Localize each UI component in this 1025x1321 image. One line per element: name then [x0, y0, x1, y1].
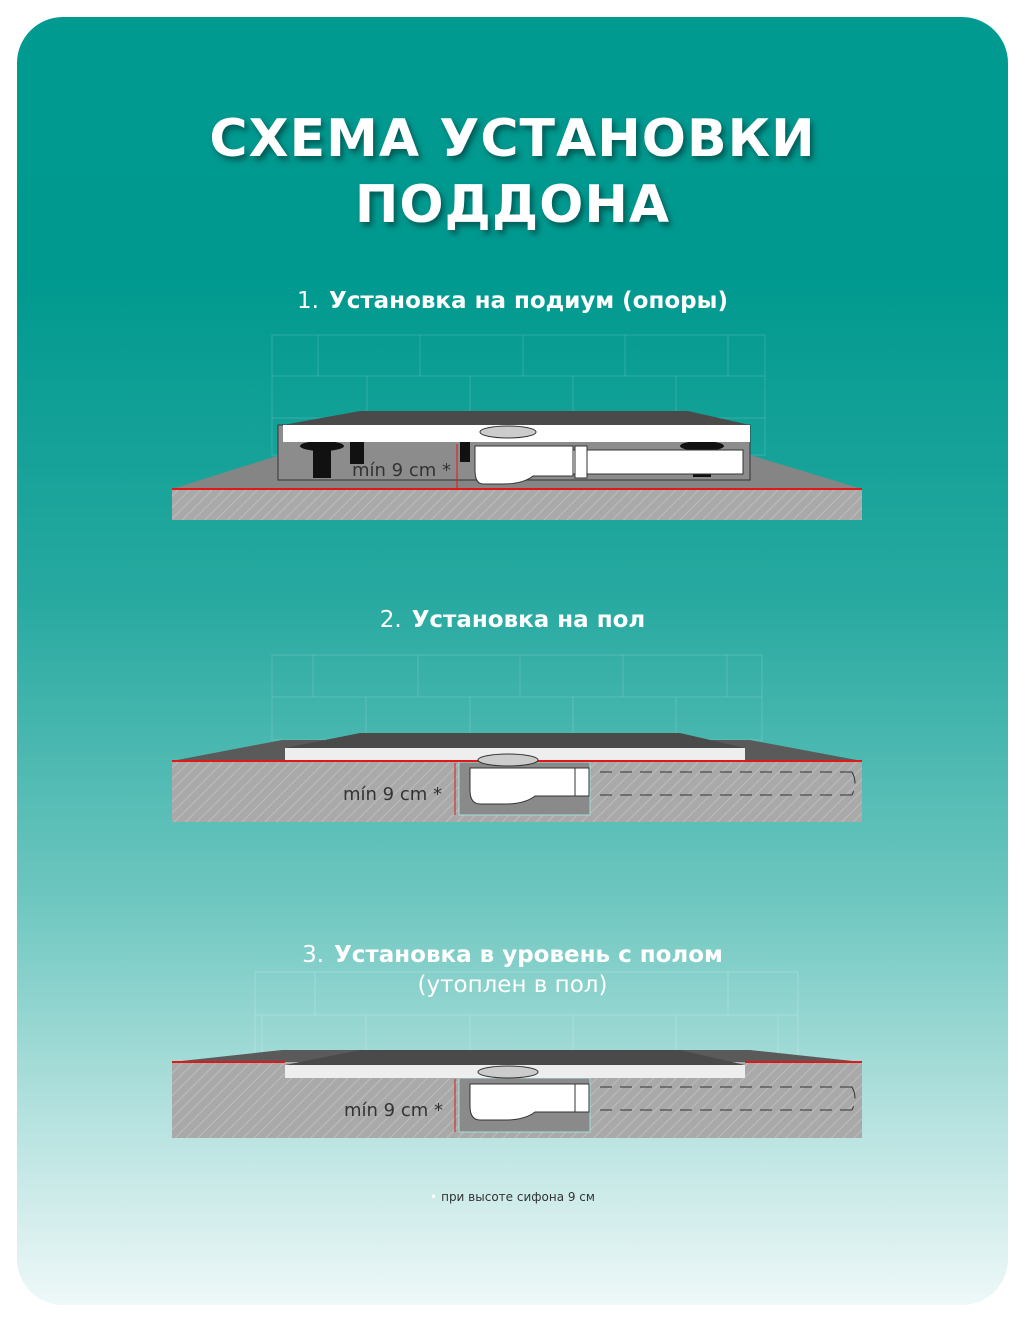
diagram-podium-install: mín 9 cm * — [172, 334, 862, 520]
dimension-label: mín 9 cm * — [352, 460, 451, 481]
diagram-flush-install: mín 9 cm * — [172, 971, 862, 1138]
section-3-subheading: (утоплен в пол) — [417, 972, 608, 998]
tile-wall — [271, 654, 763, 741]
section-title: Установка в уровень с полом — [334, 942, 723, 968]
section-1-heading: 1. Установка на подиум (опоры) — [0, 288, 1025, 314]
footnote: •при высоте сифона 9 см — [0, 1190, 1025, 1204]
section-title: Установка на подиум (опоры) — [328, 288, 728, 314]
diagram-floor-install: mín 9 cm * — [172, 654, 862, 822]
siphon-icon — [469, 1065, 590, 1121]
footnote-text: при высоте сифона 9 см — [441, 1190, 595, 1204]
title-line-2: ПОДДОНА — [354, 175, 671, 235]
drain-pipe — [600, 771, 856, 796]
drain-icon — [479, 425, 537, 439]
drain-pipe — [600, 1086, 856, 1111]
section-number: 3. — [302, 942, 325, 968]
floor-slab — [172, 489, 862, 520]
tray-top — [285, 1050, 745, 1065]
section-number: 1. — [297, 288, 319, 314]
siphon-icon — [474, 445, 744, 485]
bullet-icon: • — [430, 1190, 438, 1204]
dimension-label: mín 9 cm * — [343, 784, 442, 805]
siphon-icon — [469, 753, 590, 805]
page-title: СХЕМА УСТАНОВКИ ПОДДОНА — [0, 106, 1025, 238]
tray-top — [285, 733, 745, 748]
tile-wall — [254, 971, 799, 1063]
section-2-heading: 2. Установка на пол — [0, 607, 1025, 633]
tray-top — [283, 411, 750, 425]
dimension-label: mín 9 cm * — [344, 1100, 443, 1121]
section-number: 2. — [379, 607, 402, 633]
title-line-1: СХЕМА УСТАНОВКИ — [209, 109, 816, 169]
section-title: Установка на пол — [411, 607, 646, 633]
section-3-heading: 3. Установка в уровень с полом — [0, 942, 1025, 968]
